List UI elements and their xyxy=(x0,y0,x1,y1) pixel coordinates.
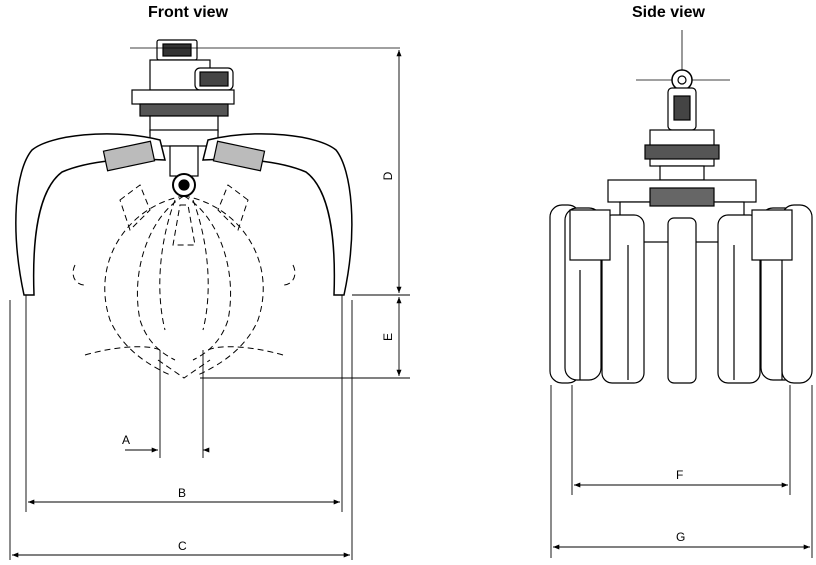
dim-b-label: B xyxy=(178,486,186,500)
right-outer-arm xyxy=(202,133,353,296)
left-outer-arm xyxy=(15,133,166,296)
side-view-title: Side view xyxy=(632,4,705,21)
right-cylinder xyxy=(212,140,266,172)
front-view-title: Front view xyxy=(148,4,229,21)
side-dimensions xyxy=(550,385,813,558)
rotator-head xyxy=(130,39,400,133)
front-dimensions xyxy=(9,50,410,560)
dim-a-label: A xyxy=(122,433,130,447)
dim-c-label: C xyxy=(178,539,187,553)
dim-f-label: F xyxy=(676,468,683,482)
dim-e-label: E xyxy=(381,333,395,341)
central-frame xyxy=(149,129,219,197)
side-tines xyxy=(549,204,813,384)
front-view-grapple xyxy=(15,39,400,379)
closed-tines xyxy=(72,184,296,379)
left-cylinder xyxy=(102,140,156,172)
dim-d-label: D xyxy=(381,171,395,180)
dim-g-label: G xyxy=(676,530,685,544)
side-view-grapple xyxy=(549,30,813,384)
